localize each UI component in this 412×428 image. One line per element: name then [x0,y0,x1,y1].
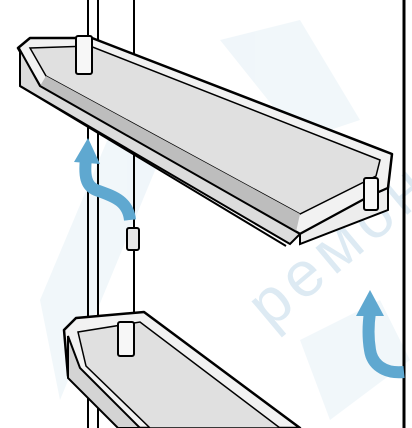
arrow-up-left-icon [74,138,136,222]
arrow-up-right-icon [356,290,405,379]
shelf-mount-stud [126,227,140,251]
upper-door-shelf [16,35,394,247]
lower-door-shelf [62,310,302,428]
